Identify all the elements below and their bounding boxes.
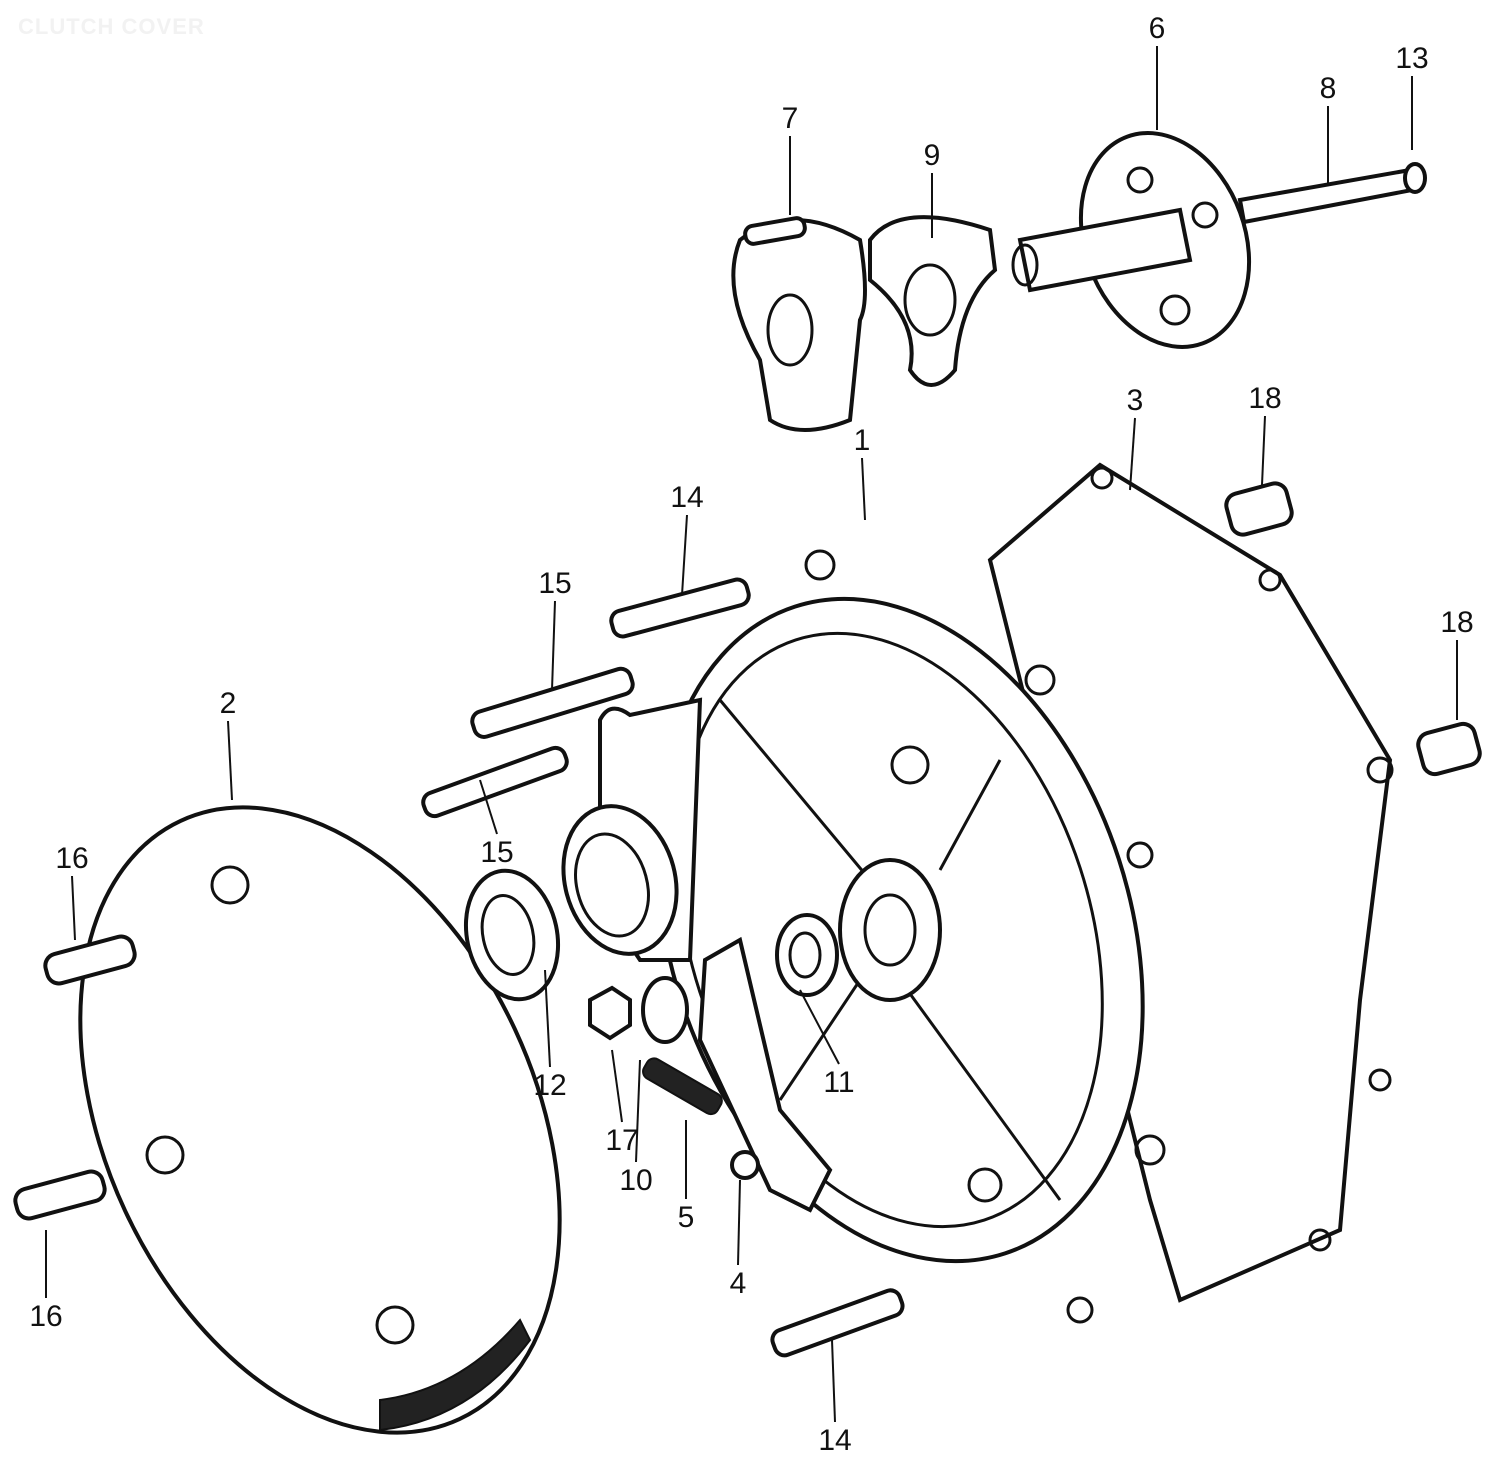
callout-leader-line [544, 969, 551, 1068]
callout-label-17: 17 [605, 1124, 638, 1157]
callout-leader-line [227, 720, 233, 801]
callout-leader-line [681, 514, 688, 596]
part-lifter-assembly [731, 131, 1427, 432]
callout-leader-line [1261, 415, 1266, 486]
part-small-components [463, 868, 839, 1213]
callout-label-15: 15 [480, 836, 513, 869]
part-cover [78, 805, 562, 1435]
callout-leader-line [71, 875, 76, 941]
callout-label-5: 5 [678, 1201, 695, 1234]
callout-label-3: 3 [1127, 384, 1144, 417]
callout-label-14: 14 [818, 1424, 851, 1457]
callout-leader-line [1129, 417, 1136, 491]
callout-label-9: 9 [924, 139, 941, 172]
part-gasket [987, 462, 1394, 1303]
callout-label-1: 1 [854, 424, 871, 457]
callout-label-16: 16 [29, 1300, 62, 1333]
callout-label-6: 6 [1149, 12, 1166, 45]
callout-label-12: 12 [533, 1069, 566, 1102]
callout-label-4: 4 [730, 1267, 747, 1300]
callout-leader-line [861, 457, 866, 521]
callout-label-15: 15 [538, 567, 571, 600]
diagram-title-watermark: CLUTCH COVER [18, 14, 205, 39]
callout-label-2: 2 [220, 687, 237, 720]
callout-label-16: 16 [55, 842, 88, 875]
callout-label-18: 18 [1440, 606, 1473, 639]
callout-labels: 6 13 8 7 9 3 18 1 14 15 18 2 15 16 12 11 17 10 5 4 16 14 [29, 12, 1473, 1457]
callout-label-10: 10 [619, 1164, 652, 1197]
part-housing [561, 549, 1166, 1324]
callout-leader-line [551, 600, 556, 691]
callout-leader-line [799, 989, 840, 1065]
callout-leader-line [635, 1059, 641, 1163]
callout-label-11: 11 [823, 1066, 854, 1099]
callout-label-14: 14 [670, 481, 703, 514]
callout-leader-line [737, 1179, 741, 1266]
callout-label-8: 8 [1320, 72, 1337, 105]
callout-leader-line [831, 1339, 836, 1423]
callout-label-18: 18 [1248, 382, 1281, 415]
callout-label-13: 13 [1395, 42, 1428, 75]
callout-label-7: 7 [782, 102, 799, 135]
callout-leader-line [611, 1049, 623, 1123]
part-bolts [13, 481, 1482, 1358]
callout-leader-line [479, 779, 498, 835]
